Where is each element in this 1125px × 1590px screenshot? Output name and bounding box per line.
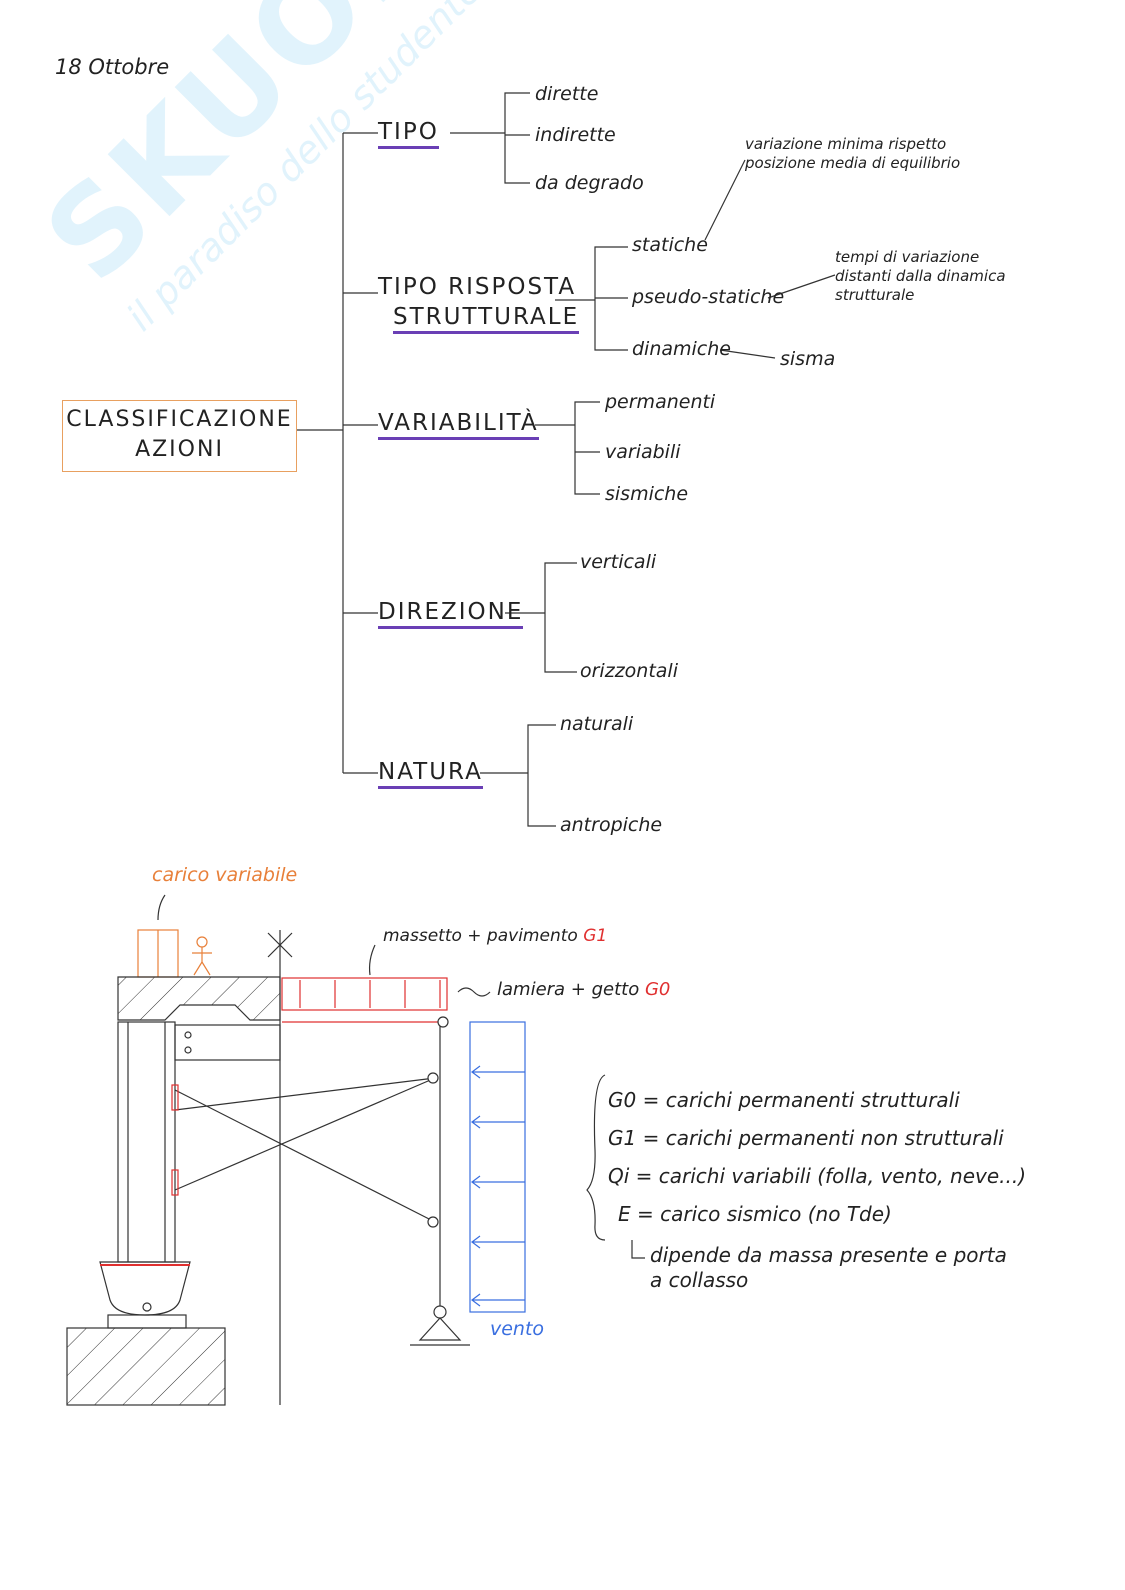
symmetry-icon [267,932,293,958]
distributed-load-g1 [281,977,448,1011]
note-sisma: sisma [780,348,836,370]
label-vento: vento [490,1318,545,1340]
variabilita-item: permanenti [605,391,716,413]
note-line: tempi di variazione [835,248,980,266]
g1-symbol: G1 [583,926,608,946]
natura-item: antropiche [560,814,663,836]
risposta-item: pseudo-statiche [632,286,785,308]
page-date: 18 Ottobre [55,55,170,79]
variabilita-item: variabili [605,441,681,463]
root-line1: CLASSIFICAZIONE [66,407,293,432]
note-line: distanti dalla dinamica [835,267,1006,285]
pinned-support-icon [418,1317,462,1341]
tree-connectors [297,92,836,827]
g0-symbol: G0 [644,979,671,1000]
branch-tipo: TIPO [378,121,439,149]
label-carico-variabile: carico variabile [152,864,298,886]
legend-g0: G0 = carichi permanenti strutturali [608,1088,960,1112]
label-massetto: massetto + pavimento G1 [383,928,607,945]
tipo-item: dirette [535,83,599,105]
root-node: CLASSIFICAZIONE AZIONI [62,400,297,472]
structure-drawing [66,894,645,1406]
legend-e: E = carico sismico (no Tde) [618,1202,892,1226]
legend-brace [586,1074,606,1241]
note-statiche: variazione minima rispetto posizione med… [745,135,960,173]
variabilita-item: sismiche [605,483,689,505]
note-line: strutturale [835,286,915,304]
person-icon [192,936,212,976]
branch-direzione: DIREZIONE [378,601,524,629]
risposta-item: statiche [632,234,708,256]
direzione-item: verticali [580,551,657,573]
lamiera-text: lamiera + getto [497,979,640,1000]
natura-item: naturali [560,713,634,735]
legend-note-line1: dipende da massa presente e porta [650,1243,1007,1267]
legend-g1: G1 = carichi permanenti non strutturali [608,1126,1004,1150]
note-line: posizione media di equilibrio [745,154,961,172]
legend-note-line2: a collasso [650,1268,749,1292]
branch-risposta-line1: TIPO RISPOSTA [378,274,577,300]
label-lamiera: lamiera + getto G0 [497,981,670,999]
direzione-item: orizzontali [580,660,678,682]
risposta-item: dinamiche [632,338,731,360]
tipo-item: indirette [535,124,616,146]
root-line2: AZIONI [135,437,224,462]
branch-risposta-line2: STRUTTURALE [393,306,580,334]
note-pseudo: tempi di variazione distanti dalla dinam… [835,248,1006,305]
massetto-text: massetto + pavimento [383,926,578,946]
branch-natura: NATURA [378,761,483,789]
note-line: variazione minima rispetto [745,135,947,153]
tipo-item: da degrado [535,172,644,194]
wind-load [469,1021,526,1313]
branch-variabilita: VARIABILITÀ [378,412,539,440]
legend-qi: Qi = carichi variabili (folla, vento, ne… [608,1164,1027,1188]
